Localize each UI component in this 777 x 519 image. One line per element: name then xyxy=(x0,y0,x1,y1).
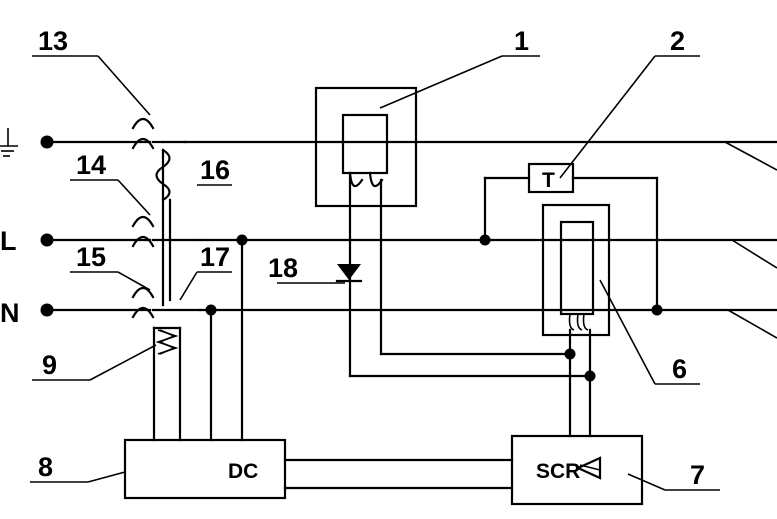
sensor-housing-outer xyxy=(541,203,611,337)
switch-contacts xyxy=(131,117,155,319)
scr-label: SCR xyxy=(536,460,580,483)
trip-relay-inner xyxy=(341,113,389,175)
test-button-label: T xyxy=(542,169,555,192)
callout-16: 16 xyxy=(200,155,230,185)
callout-14: 14 xyxy=(76,150,106,180)
callout-6: 6 xyxy=(672,354,687,384)
trip-relay-outer xyxy=(314,86,418,208)
sensor-housing-inner xyxy=(559,220,595,316)
scr-block xyxy=(510,434,644,506)
callout-leaders xyxy=(30,55,720,491)
sensor-coil-9 xyxy=(152,326,182,442)
callout-1: 1 xyxy=(514,26,529,56)
dc-supply-label: DC xyxy=(228,460,258,483)
callout-15: 15 xyxy=(76,242,106,272)
neutral-terminal-label: N xyxy=(0,298,20,328)
test-neutral-junction-dot xyxy=(651,304,663,316)
relay-scr-junction-dot-1 xyxy=(564,348,576,360)
relay-scr-junction-dot-2 xyxy=(584,370,596,382)
callout-2: 2 xyxy=(670,26,685,56)
callout-8: 8 xyxy=(38,452,53,482)
callout-17: 17 xyxy=(200,242,230,272)
callout-18: 18 xyxy=(268,253,298,283)
dc-supply-block xyxy=(123,438,287,500)
switch-mechanism xyxy=(151,140,202,312)
test-live-junction-dot xyxy=(479,234,491,246)
callout-9: 9 xyxy=(42,350,57,380)
diode-18 xyxy=(335,264,363,283)
callout-7: 7 xyxy=(690,460,705,490)
callout-13: 13 xyxy=(38,26,68,56)
live-terminal-label: L xyxy=(0,226,17,256)
scr-triangle-icon xyxy=(575,456,602,480)
ground-terminal-symbol xyxy=(0,128,18,157)
